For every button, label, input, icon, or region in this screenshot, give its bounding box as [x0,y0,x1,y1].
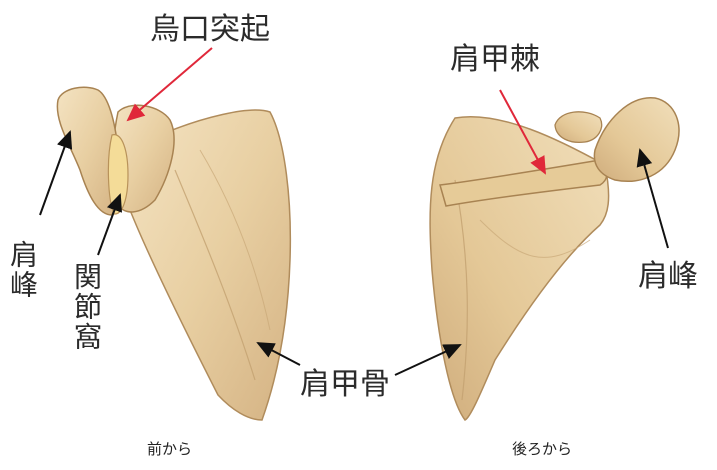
label-scapula: 肩甲骨 [300,370,390,400]
arrow-acromion-front [40,132,70,215]
scapula-front-view [57,87,290,420]
arrow-coracoid [128,48,212,120]
label-glenoid-cavity: 関節窩 [72,262,100,352]
label-coracoid-process: 烏口突起 [150,15,270,45]
caption-front-view: 前から [147,438,192,459]
label-acromion-back: 肩峰 [638,262,698,292]
caption-back-view: 後ろから [512,438,572,459]
label-scapular-spine: 肩甲棘 [450,45,540,75]
label-acromion-front: 肩峰 [8,240,36,300]
